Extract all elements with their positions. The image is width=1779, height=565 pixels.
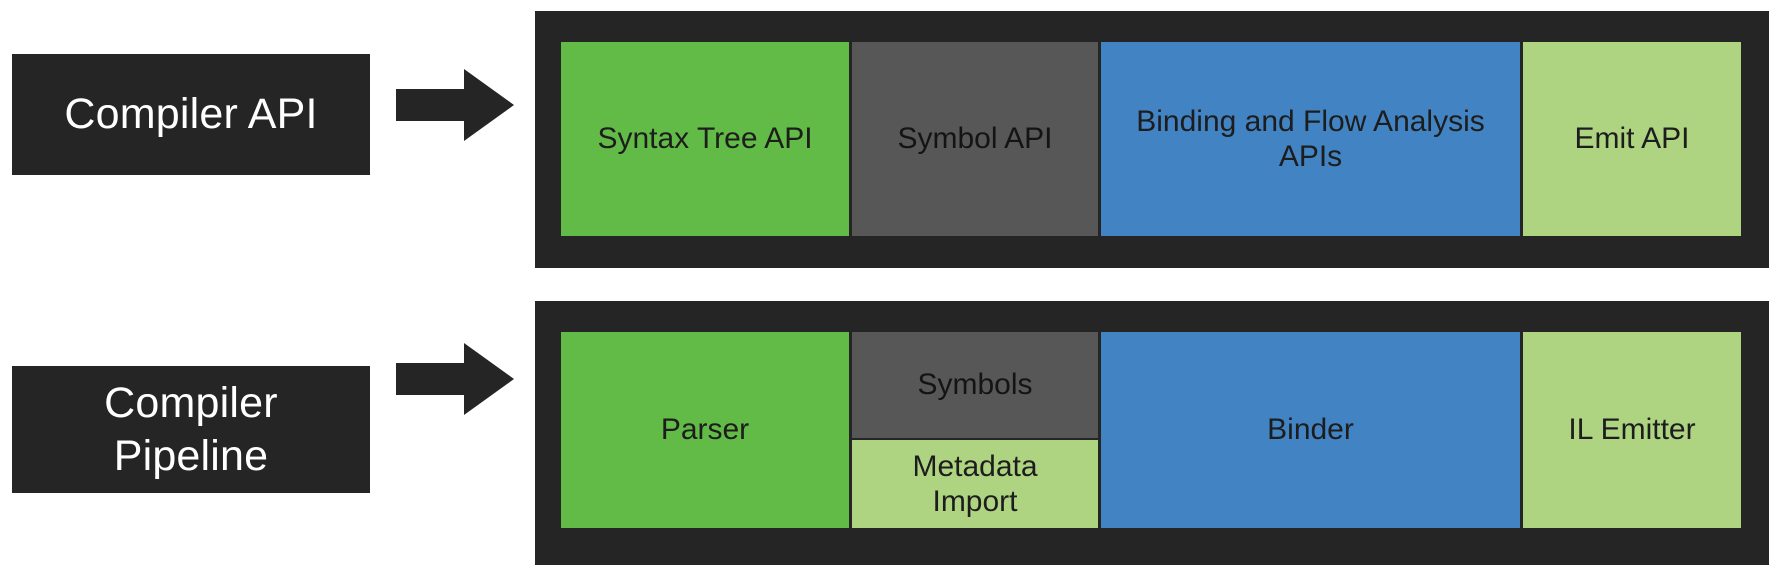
cell-metadata-import: Metadata Import <box>852 440 1098 528</box>
cell-parser-text: Parser <box>660 413 750 447</box>
compiler-api-label-block: Compiler API <box>12 54 370 175</box>
cell-binding-line-1: Binding and Flow Analysis <box>1136 104 1485 138</box>
compiler-pipeline-label-text: Compiler Pipeline <box>104 377 278 482</box>
cell-il-emitter: IL Emitter <box>1523 332 1741 528</box>
compiler-pipeline-line-1: Compiler <box>104 379 278 428</box>
compiler-pipeline-line-2: Pipeline <box>113 431 269 480</box>
cell-binding-and-flow-analysis-apis: Binding and Flow Analysis APIs <box>1101 42 1520 236</box>
cell-syntax-tree-api: Syntax Tree API <box>561 42 849 236</box>
cell-syntax-tree-api-text: Syntax Tree API <box>597 122 813 156</box>
cell-parser: Parser <box>561 332 849 528</box>
cell-metadata-import-text: Metadata Import <box>912 449 1037 520</box>
cell-metadata-import-line-1: Metadata <box>912 449 1038 483</box>
cell-symbol-api-text: Symbol API <box>897 122 1053 156</box>
cell-binding-line-2: APIs <box>1278 140 1343 173</box>
compiler-api-label-text: Compiler API <box>64 90 318 139</box>
cell-binding-and-flow-analysis-apis-text: Binding and Flow Analysis APIs <box>1136 104 1485 175</box>
cell-metadata-import-line-2: Import <box>932 485 1018 518</box>
cell-symbols: Symbols <box>852 332 1098 438</box>
cell-il-emitter-text: IL Emitter <box>1568 413 1696 447</box>
cell-binder: Binder <box>1101 332 1520 528</box>
compiler-pipeline-label-block: Compiler Pipeline <box>12 366 370 493</box>
cell-emit-api: Emit API <box>1523 42 1741 236</box>
arrow-right-icon <box>396 69 514 141</box>
cell-emit-api-text: Emit API <box>1574 122 1690 156</box>
arrow-right-icon <box>396 343 514 415</box>
cell-symbol-api: Symbol API <box>852 42 1098 236</box>
cell-symbols-text: Symbols <box>917 368 1033 402</box>
cell-binder-text: Binder <box>1267 413 1354 447</box>
